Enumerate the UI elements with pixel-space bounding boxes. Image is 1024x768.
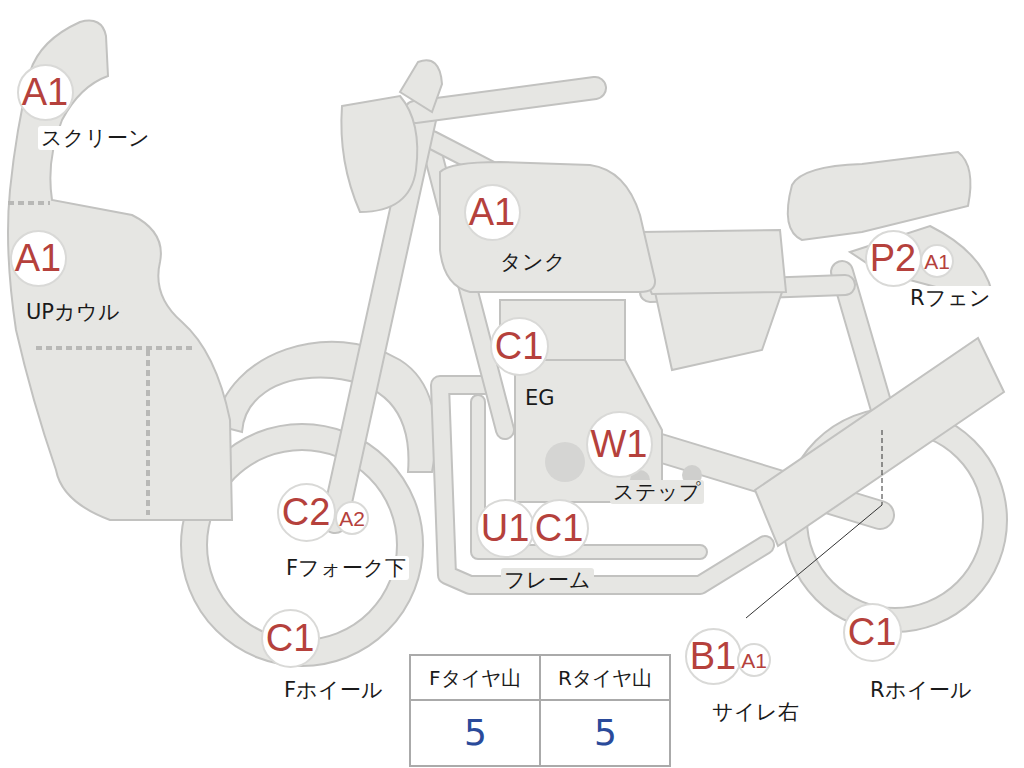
damage-code: A1 [22, 73, 68, 111]
damage-code-badge: P2 [865, 230, 922, 287]
damage-code-badge: A1 [920, 244, 954, 278]
fuel-tank [440, 162, 655, 292]
part-name: Rホイール [867, 678, 975, 702]
damage-code: C1 [495, 327, 544, 365]
damage-code: C1 [848, 613, 897, 651]
part-name: UPカウル [23, 300, 123, 324]
damage-code: A1 [924, 251, 950, 272]
damage-code-badge: A1 [737, 643, 771, 677]
table-cell: 5 [461, 712, 490, 753]
part-name: EG [522, 386, 558, 410]
seat-front [639, 230, 786, 294]
damage-code-badge: A1 [17, 64, 74, 121]
rear-fender [850, 226, 992, 294]
part-name: Rフェン [907, 286, 994, 310]
leader-line [882, 430, 883, 505]
damage-code: A1 [741, 650, 767, 671]
part-name: Fホイール [281, 678, 386, 702]
cowl-divider [8, 203, 192, 515]
damage-code: B1 [690, 637, 736, 675]
damage-code-badge: U1 [476, 499, 535, 558]
muffler [755, 338, 1004, 546]
part-name: フレーム [501, 568, 594, 592]
engine-cover [545, 442, 585, 482]
damage-code: A1 [15, 239, 61, 277]
headlight [341, 96, 417, 212]
damage-code-badge: C1 [843, 603, 902, 662]
cowl [8, 21, 232, 520]
side-cover [655, 292, 782, 370]
damage-code-badge: A1 [464, 184, 521, 241]
damage-code: U1 [481, 509, 530, 547]
part-name: Fフォーク下 [283, 556, 409, 580]
tire-table [410, 655, 670, 766]
damage-code: C1 [266, 619, 315, 657]
part-name: サイレ右 [709, 700, 802, 724]
damage-code: C2 [282, 493, 331, 531]
damage-code-badge: B1 [685, 628, 742, 685]
damage-code: A1 [469, 193, 515, 231]
leader-line [746, 505, 882, 618]
part-name: ステップ [610, 480, 704, 504]
part-name: タンク [497, 250, 569, 274]
damage-code-badge: A1 [10, 230, 67, 287]
table-cell: Fタイヤ山 [426, 667, 524, 690]
damage-code-badge: W1 [586, 411, 653, 478]
damage-code: C1 [535, 509, 584, 547]
front-fender [215, 342, 436, 472]
damage-code-badge: C1 [261, 609, 320, 668]
seat-rear [788, 152, 971, 240]
table-cell: Rタイヤ山 [555, 667, 655, 690]
damage-code: A2 [339, 508, 365, 529]
table-cell: 5 [591, 712, 620, 753]
damage-code-badge: C1 [490, 317, 549, 376]
damage-code-badge: C2 [277, 483, 336, 542]
part-name: スクリーン [38, 126, 153, 150]
damage-code-badge: C1 [530, 499, 589, 558]
damage-code: P2 [870, 239, 916, 277]
damage-code: W1 [591, 425, 648, 463]
damage-code-badge: A2 [335, 501, 369, 535]
